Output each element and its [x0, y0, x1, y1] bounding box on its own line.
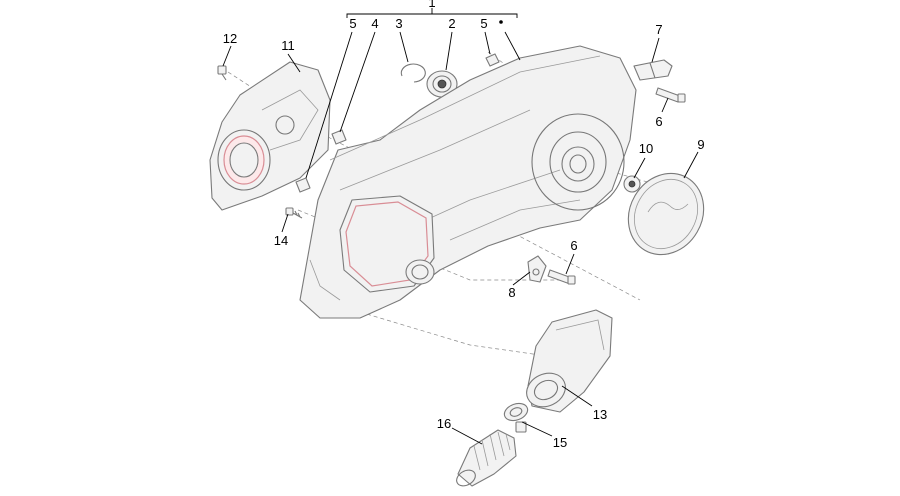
callout-13: 13 — [593, 407, 607, 422]
part-7-bracket — [633, 59, 673, 81]
part-12-screw — [217, 65, 227, 81]
part-6-screw-lower — [547, 269, 576, 285]
callout-9: 9 — [697, 137, 704, 152]
callout-8: 8 — [508, 285, 515, 300]
part-5-bushing-right — [485, 53, 500, 67]
callout-15: 15 — [553, 435, 567, 450]
callout-5b: 5 — [480, 16, 487, 31]
callout-6b: 6 — [570, 238, 577, 253]
callout-14: 14 — [274, 233, 288, 248]
part-13-air-duct — [526, 309, 613, 413]
callout-6a: 6 — [655, 114, 662, 129]
part-1-transmission-cover — [299, 45, 637, 319]
callout-10: 10 — [639, 141, 653, 156]
callout-labels: 1 5 4 3 2 5 12 11 7 6 10 9 14 6 8 13 15 … — [223, 0, 705, 450]
part-5-bushing-left — [295, 177, 311, 193]
callout-11: 11 — [281, 38, 295, 53]
callout-1: 1 — [428, 0, 435, 10]
leader-lines — [222, 8, 699, 445]
part-14-screw — [285, 207, 303, 219]
part-3-circlip — [400, 63, 426, 83]
callout-7: 7 — [655, 22, 662, 37]
part-11-gasket-plate — [209, 61, 331, 211]
part-2-bearing — [426, 70, 458, 98]
callout-4: 4 — [371, 16, 378, 31]
callout-16: 16 — [437, 416, 451, 431]
part-10-grommet — [623, 175, 641, 193]
part-15-hose-clamp — [503, 402, 529, 433]
callout-12: 12 — [223, 31, 237, 46]
group-marker-dot — [499, 20, 503, 24]
callout-3: 3 — [395, 16, 402, 31]
part-9-logo-cover — [627, 172, 705, 256]
part-6-screw-upper — [655, 87, 686, 103]
part-8-clamp-tab — [527, 255, 547, 283]
callout-2: 2 — [448, 16, 455, 31]
part-16-intake-hose — [456, 429, 517, 487]
callout-5a: 5 — [349, 16, 356, 31]
part-4-bushing — [331, 129, 347, 145]
